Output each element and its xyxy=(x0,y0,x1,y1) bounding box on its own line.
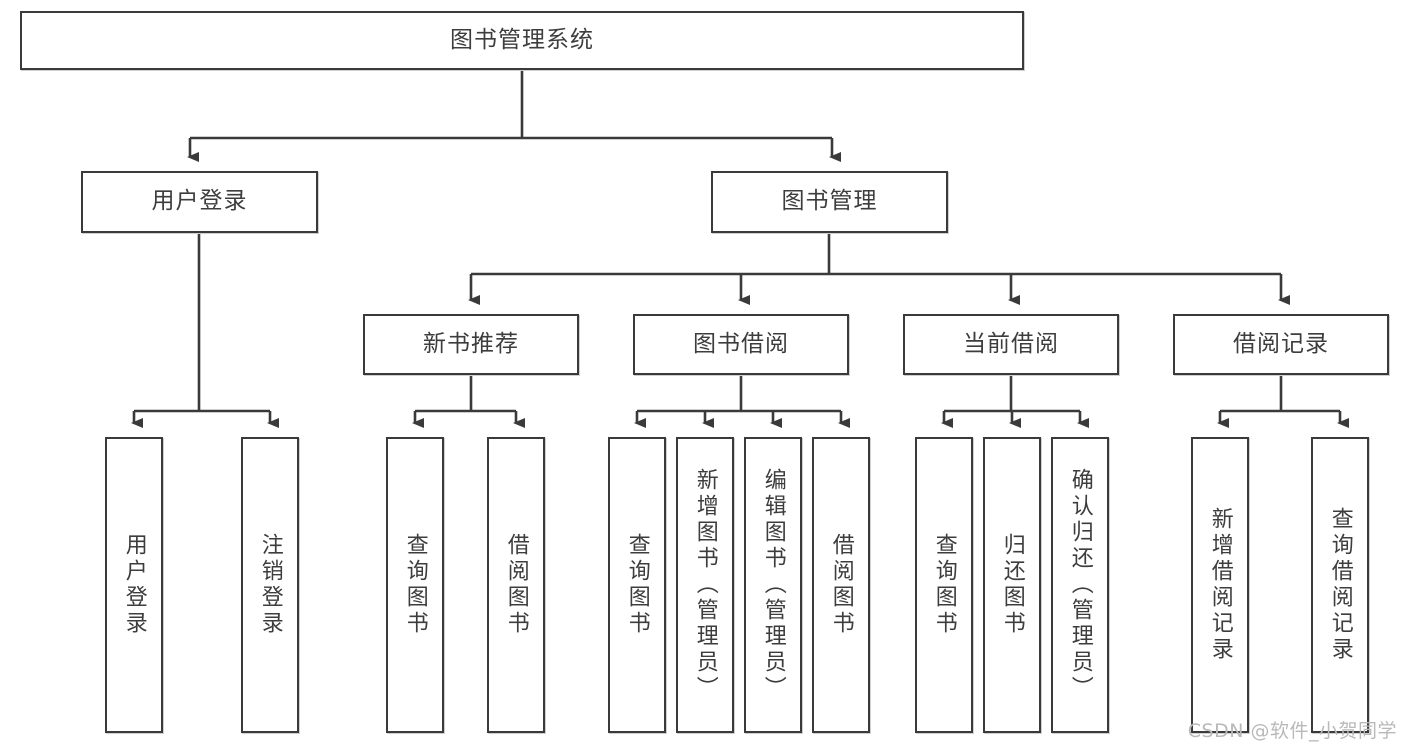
leaf-add-book-admin[interactable]: 新增图书（管理员） xyxy=(676,437,734,733)
node-root-system[interactable]: 图书管理系统 xyxy=(20,11,1024,70)
node-user-login[interactable]: 用户登录 xyxy=(81,171,318,233)
node-current-borrow[interactable]: 当前借阅 xyxy=(903,314,1119,375)
leaf-edit-book-admin[interactable]: 编辑图书（管理员） xyxy=(744,437,802,733)
leaf-borrow-book-newbook[interactable]: 借阅图书 xyxy=(487,437,545,733)
leaf-query-book-newbook[interactable]: 查询图书 xyxy=(386,437,444,733)
leaf-query-borrow-record[interactable]: 查询借阅记录 xyxy=(1311,437,1369,733)
node-book-management[interactable]: 图书管理 xyxy=(711,171,948,233)
leaf-query-book-borrow[interactable]: 查询图书 xyxy=(608,437,666,733)
node-borrow-record[interactable]: 借阅记录 xyxy=(1173,314,1389,375)
node-book-borrow[interactable]: 图书借阅 xyxy=(633,314,849,375)
node-new-book-recommend[interactable]: 新书推荐 xyxy=(363,314,579,375)
leaf-add-borrow-record[interactable]: 新增借阅记录 xyxy=(1191,437,1249,733)
leaf-logout[interactable]: 注销登录 xyxy=(241,437,299,733)
leaf-user-login[interactable]: 用户登录 xyxy=(105,437,163,733)
leaf-confirm-return-admin[interactable]: 确认归还（管理员） xyxy=(1051,437,1109,733)
csdn-watermark: CSDN @软件_小贺同学 xyxy=(1187,720,1397,742)
leaf-return-book[interactable]: 归还图书 xyxy=(983,437,1041,733)
leaf-query-book-current[interactable]: 查询图书 xyxy=(915,437,973,733)
leaf-borrow-book[interactable]: 借阅图书 xyxy=(812,437,870,733)
